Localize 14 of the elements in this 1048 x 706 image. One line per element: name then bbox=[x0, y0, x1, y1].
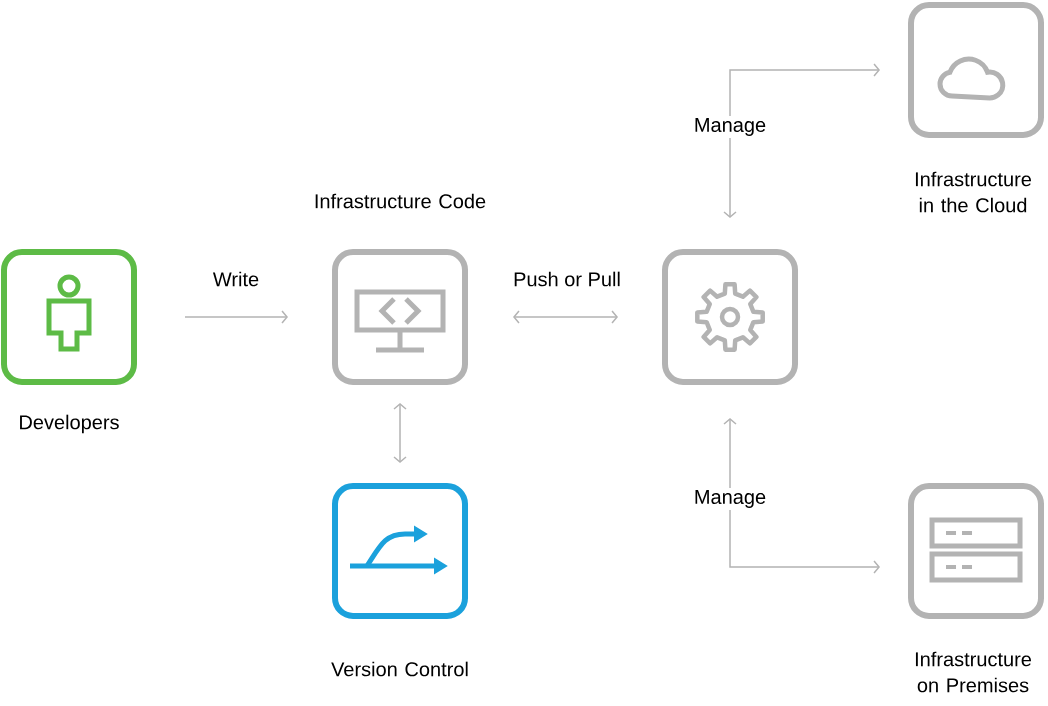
arrow bbox=[184, 310, 288, 324]
arrow bbox=[723, 63, 880, 218]
edge-label: Push or Pull bbox=[511, 269, 623, 289]
arrow bbox=[723, 418, 880, 574]
box-label: Infrastructure Code bbox=[315, 193, 486, 209]
box-label: Developers bbox=[20, 414, 119, 434]
edge-label: Manage bbox=[691, 488, 769, 510]
box-label: Infrastructure on Premises bbox=[915, 651, 1032, 693]
arrow bbox=[393, 403, 407, 463]
edge-label: Write bbox=[210, 269, 262, 289]
box-label: Infrastructure in the Cloud bbox=[915, 171, 1032, 213]
arrow bbox=[513, 310, 618, 324]
edge-label: Manage bbox=[691, 116, 769, 138]
box-label: Version Control bbox=[331, 661, 468, 677]
